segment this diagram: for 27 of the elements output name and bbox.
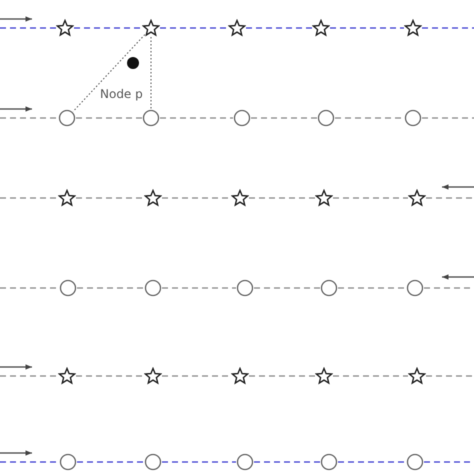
node-label: Node p: [100, 87, 143, 101]
road-segment: [254, 461, 320, 463]
road-segment: [76, 375, 144, 377]
road-segment: [76, 197, 144, 199]
road-segment: [254, 287, 320, 289]
road-segment: [251, 117, 317, 119]
road-segment: [160, 27, 228, 29]
road-segment: [77, 461, 144, 463]
road-segment: [338, 461, 406, 463]
road-segment: [77, 287, 144, 289]
road-segment: [162, 461, 236, 463]
road-segment: [76, 117, 142, 119]
dotted-line: [72, 34, 146, 112]
road-segment: [249, 197, 315, 199]
road-segment: [162, 197, 231, 199]
road-segment: [249, 375, 315, 377]
road-segment: [162, 375, 231, 377]
road-segment: [246, 27, 312, 29]
road-segment: [338, 287, 406, 289]
road-segment: [74, 27, 142, 29]
road-segment: [160, 117, 233, 119]
road-segment: [333, 197, 408, 199]
road-segment: [335, 117, 404, 119]
road-segment: [330, 27, 404, 29]
road-segment: [333, 375, 408, 377]
road-segment: [162, 287, 236, 289]
dotted-line: [150, 36, 152, 110]
